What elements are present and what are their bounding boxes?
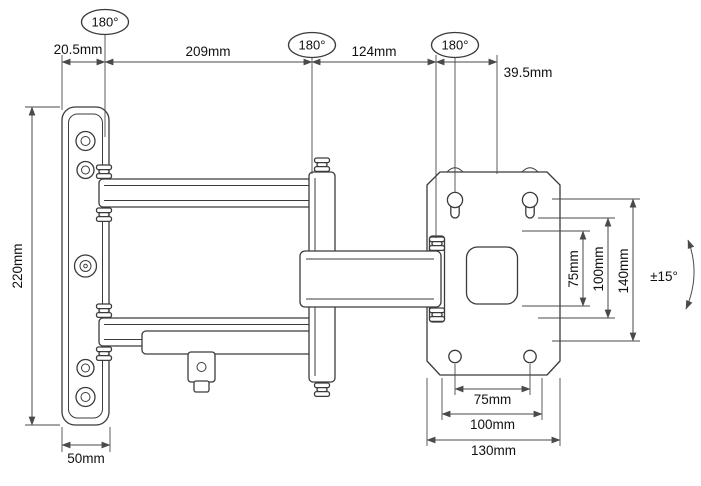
upper-arm-bar [98, 178, 322, 208]
upper-arm-pivot-bolt-top [95, 164, 113, 180]
dim-label-head-height: 140mm [616, 248, 631, 293]
rotation-callout-1: 180° [80, 8, 130, 137]
wall-screw-top-1 [75, 130, 96, 152]
dim-label-second-arm: 124mm [351, 44, 396, 59]
cable-clamp [187, 351, 216, 383]
lower-arm [95, 303, 322, 393]
cable-clamp-bolt [196, 362, 207, 372]
vesa-hole-bottom-left [448, 349, 462, 364]
link-bolt-bottom [313, 382, 331, 398]
wall-plate-center-hole [73, 254, 98, 278]
wall-screw-top-2 [76, 160, 95, 180]
link-bolt-top [313, 157, 331, 173]
wall-screw-top-2-center [81, 165, 90, 175]
dim-label-head-width: 130mm [471, 443, 516, 458]
tilt-annotation: ±15° [650, 239, 695, 310]
keyhole-left [446, 191, 464, 209]
rotation-angle-label-2: 180° [299, 38, 326, 53]
dim-label-head-offset: 39.5mm [504, 65, 553, 80]
wall-plate-center-hole-inner [79, 260, 92, 272]
lower-arm-overlay-bar [141, 330, 313, 355]
callout-1-ellipse [80, 8, 130, 36]
dim-label-vesa-100-vertical: 100mm [591, 246, 606, 291]
tilt-arc-arrow [685, 239, 695, 310]
rotation-angle-label-3: 180° [442, 38, 469, 53]
bottom-left-dimension: 50mm [61, 427, 111, 466]
wall-screw-bottom-1 [76, 358, 95, 378]
lower-arm-pivot-bolt-top [95, 303, 113, 319]
bottom-right-dimensions: 75mm 100mm 130mm [426, 364, 561, 458]
dim-label-wall-offset: 20.5mm [54, 42, 103, 57]
vesa-plate [426, 167, 561, 376]
rotation-angle-label-1: 180° [92, 15, 119, 30]
tilt-angle-label: ±15° [650, 269, 678, 284]
wall-plate-center-dot [83, 263, 88, 269]
dim-label-plate-height: 220mm [10, 243, 25, 288]
rotation-callout-3: 180° [430, 31, 480, 193]
rotation-callout-2: 180° [287, 31, 337, 174]
wall-plate [61, 106, 110, 426]
callout-3-ellipse [430, 31, 480, 59]
dim-label-plate-width: 50mm [67, 451, 105, 466]
left-dimension: 220mm [10, 106, 60, 426]
tilt-pivot-bolt-top [428, 236, 446, 252]
top-dimensions: 20.5mm 209mm 124mm 39.5mm [54, 42, 553, 238]
wall-screw-top-1-center [80, 136, 91, 146]
wall-screw-bottom-2-center [80, 392, 91, 402]
callout-2-ellipse [287, 31, 337, 59]
dim-label-first-arm: 209mm [185, 44, 230, 59]
upper-arm-pivot-bolt-bottom [95, 207, 113, 223]
extension-arm [299, 235, 446, 323]
right-dimensions: 75mm 100mm 140mm [522, 198, 640, 342]
dim-label-vesa-75-vertical: 75mm [566, 250, 581, 288]
wall-plate-inner-contour [68, 113, 103, 419]
vesa-center-cutout [465, 246, 519, 305]
dim-label-vesa-100-horizontal: 100mm [470, 417, 515, 432]
dim-label-vesa-75-horizontal: 75mm [474, 392, 512, 407]
vesa-top-bump-right [521, 167, 539, 173]
upper-arm [95, 164, 322, 223]
cable-clamp-foot [193, 380, 210, 393]
wall-screw-bottom-1-center [81, 363, 90, 373]
wall-screw-bottom-2 [75, 386, 96, 408]
extension-arm-bar [299, 250, 442, 308]
tilt-pivot-bolt-bottom [428, 307, 446, 323]
lower-arm-pivot-bolt-bottom [95, 346, 113, 362]
keyhole-right [521, 191, 539, 209]
vesa-hole-bottom-right [523, 349, 537, 364]
